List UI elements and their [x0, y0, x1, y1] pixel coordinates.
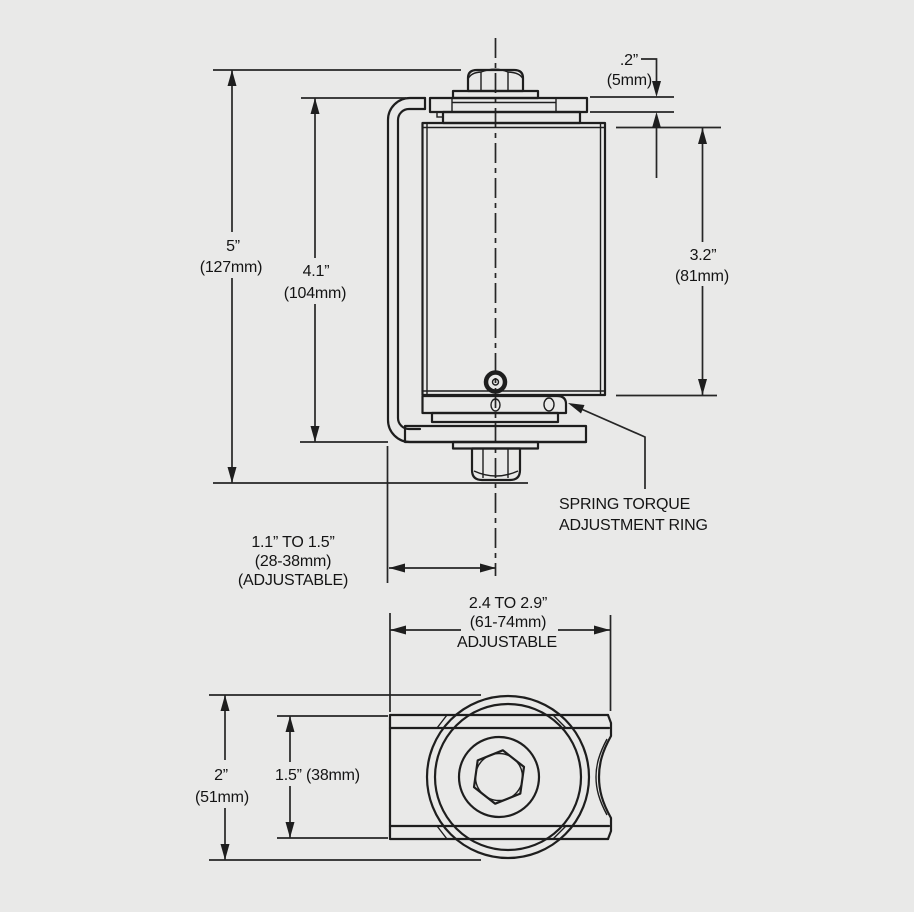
plate-thickness-mm: (5mm) — [607, 72, 652, 89]
dimensions — [209, 58, 721, 861]
chamfer-circle — [474, 752, 524, 802]
clamp-outer-circle — [425, 694, 591, 860]
side-offset-note: (ADJUSTABLE) — [238, 572, 348, 589]
ring-callout-leader — [568, 403, 646, 489]
top-mounting-plate — [428, 96, 589, 125]
overall-depth-mm: (51mm) — [195, 789, 249, 806]
dim-clamp-width — [390, 625, 610, 635]
dim-cylinder-height — [698, 128, 707, 395]
ring-hole — [543, 397, 555, 412]
clamp-width-note: ADJUSTABLE — [457, 634, 557, 651]
dim-side-offset — [389, 563, 496, 573]
set-screw — [483, 370, 508, 394]
bracket-height-inches: 4.1” — [303, 263, 330, 280]
clamp-inner-circle — [433, 702, 583, 852]
ring-hole — [490, 398, 501, 412]
spring-cylinder — [421, 121, 607, 397]
overall-height-mm: (127mm) — [200, 259, 263, 276]
labels: 5” (127mm) 4.1” (104mm) .2” (5mm) 3.2” (… — [195, 52, 729, 806]
hex-bolt-head — [472, 749, 526, 805]
dim-plate-thickness — [641, 58, 661, 178]
clamp-width-range: 2.4 TO 2.9” — [469, 595, 547, 612]
top-hex-nut — [466, 68, 525, 93]
plate-depth-text: 1.5” (38mm) — [275, 767, 360, 784]
cylinder-height-inches: 3.2” — [690, 247, 717, 264]
clamp-width-mm: (61-74mm) — [470, 614, 546, 631]
overall-height-inches: 5” — [226, 238, 240, 255]
bracket-height-mm: (104mm) — [284, 285, 347, 302]
cylinder-height-mm: (81mm) — [675, 268, 729, 285]
plate-thickness-inches: .2” — [620, 52, 638, 69]
bolt-boss-circle — [457, 735, 541, 819]
dim-overall-height — [227, 70, 237, 483]
bottom-hex-nut — [470, 447, 522, 482]
front-view — [386, 38, 607, 576]
side-offset-range: 1.1” TO 1.5” — [251, 534, 334, 551]
overall-depth-inches: 2” — [214, 767, 228, 784]
plan-view — [388, 694, 613, 860]
ring-callout-line1: SPRING TORQUE — [559, 496, 690, 513]
clamp-body — [388, 713, 611, 841]
dim-overall-depth — [220, 695, 230, 860]
clamp-saddle-edge — [595, 713, 613, 841]
dim-bracket-height — [310, 98, 320, 442]
ring-callout-line2: ADJUSTMENT RING — [559, 517, 708, 534]
dim-plate-depth — [285, 716, 295, 838]
adjustment-ring — [421, 394, 568, 424]
side-offset-mm: (28-38mm) — [255, 553, 331, 570]
